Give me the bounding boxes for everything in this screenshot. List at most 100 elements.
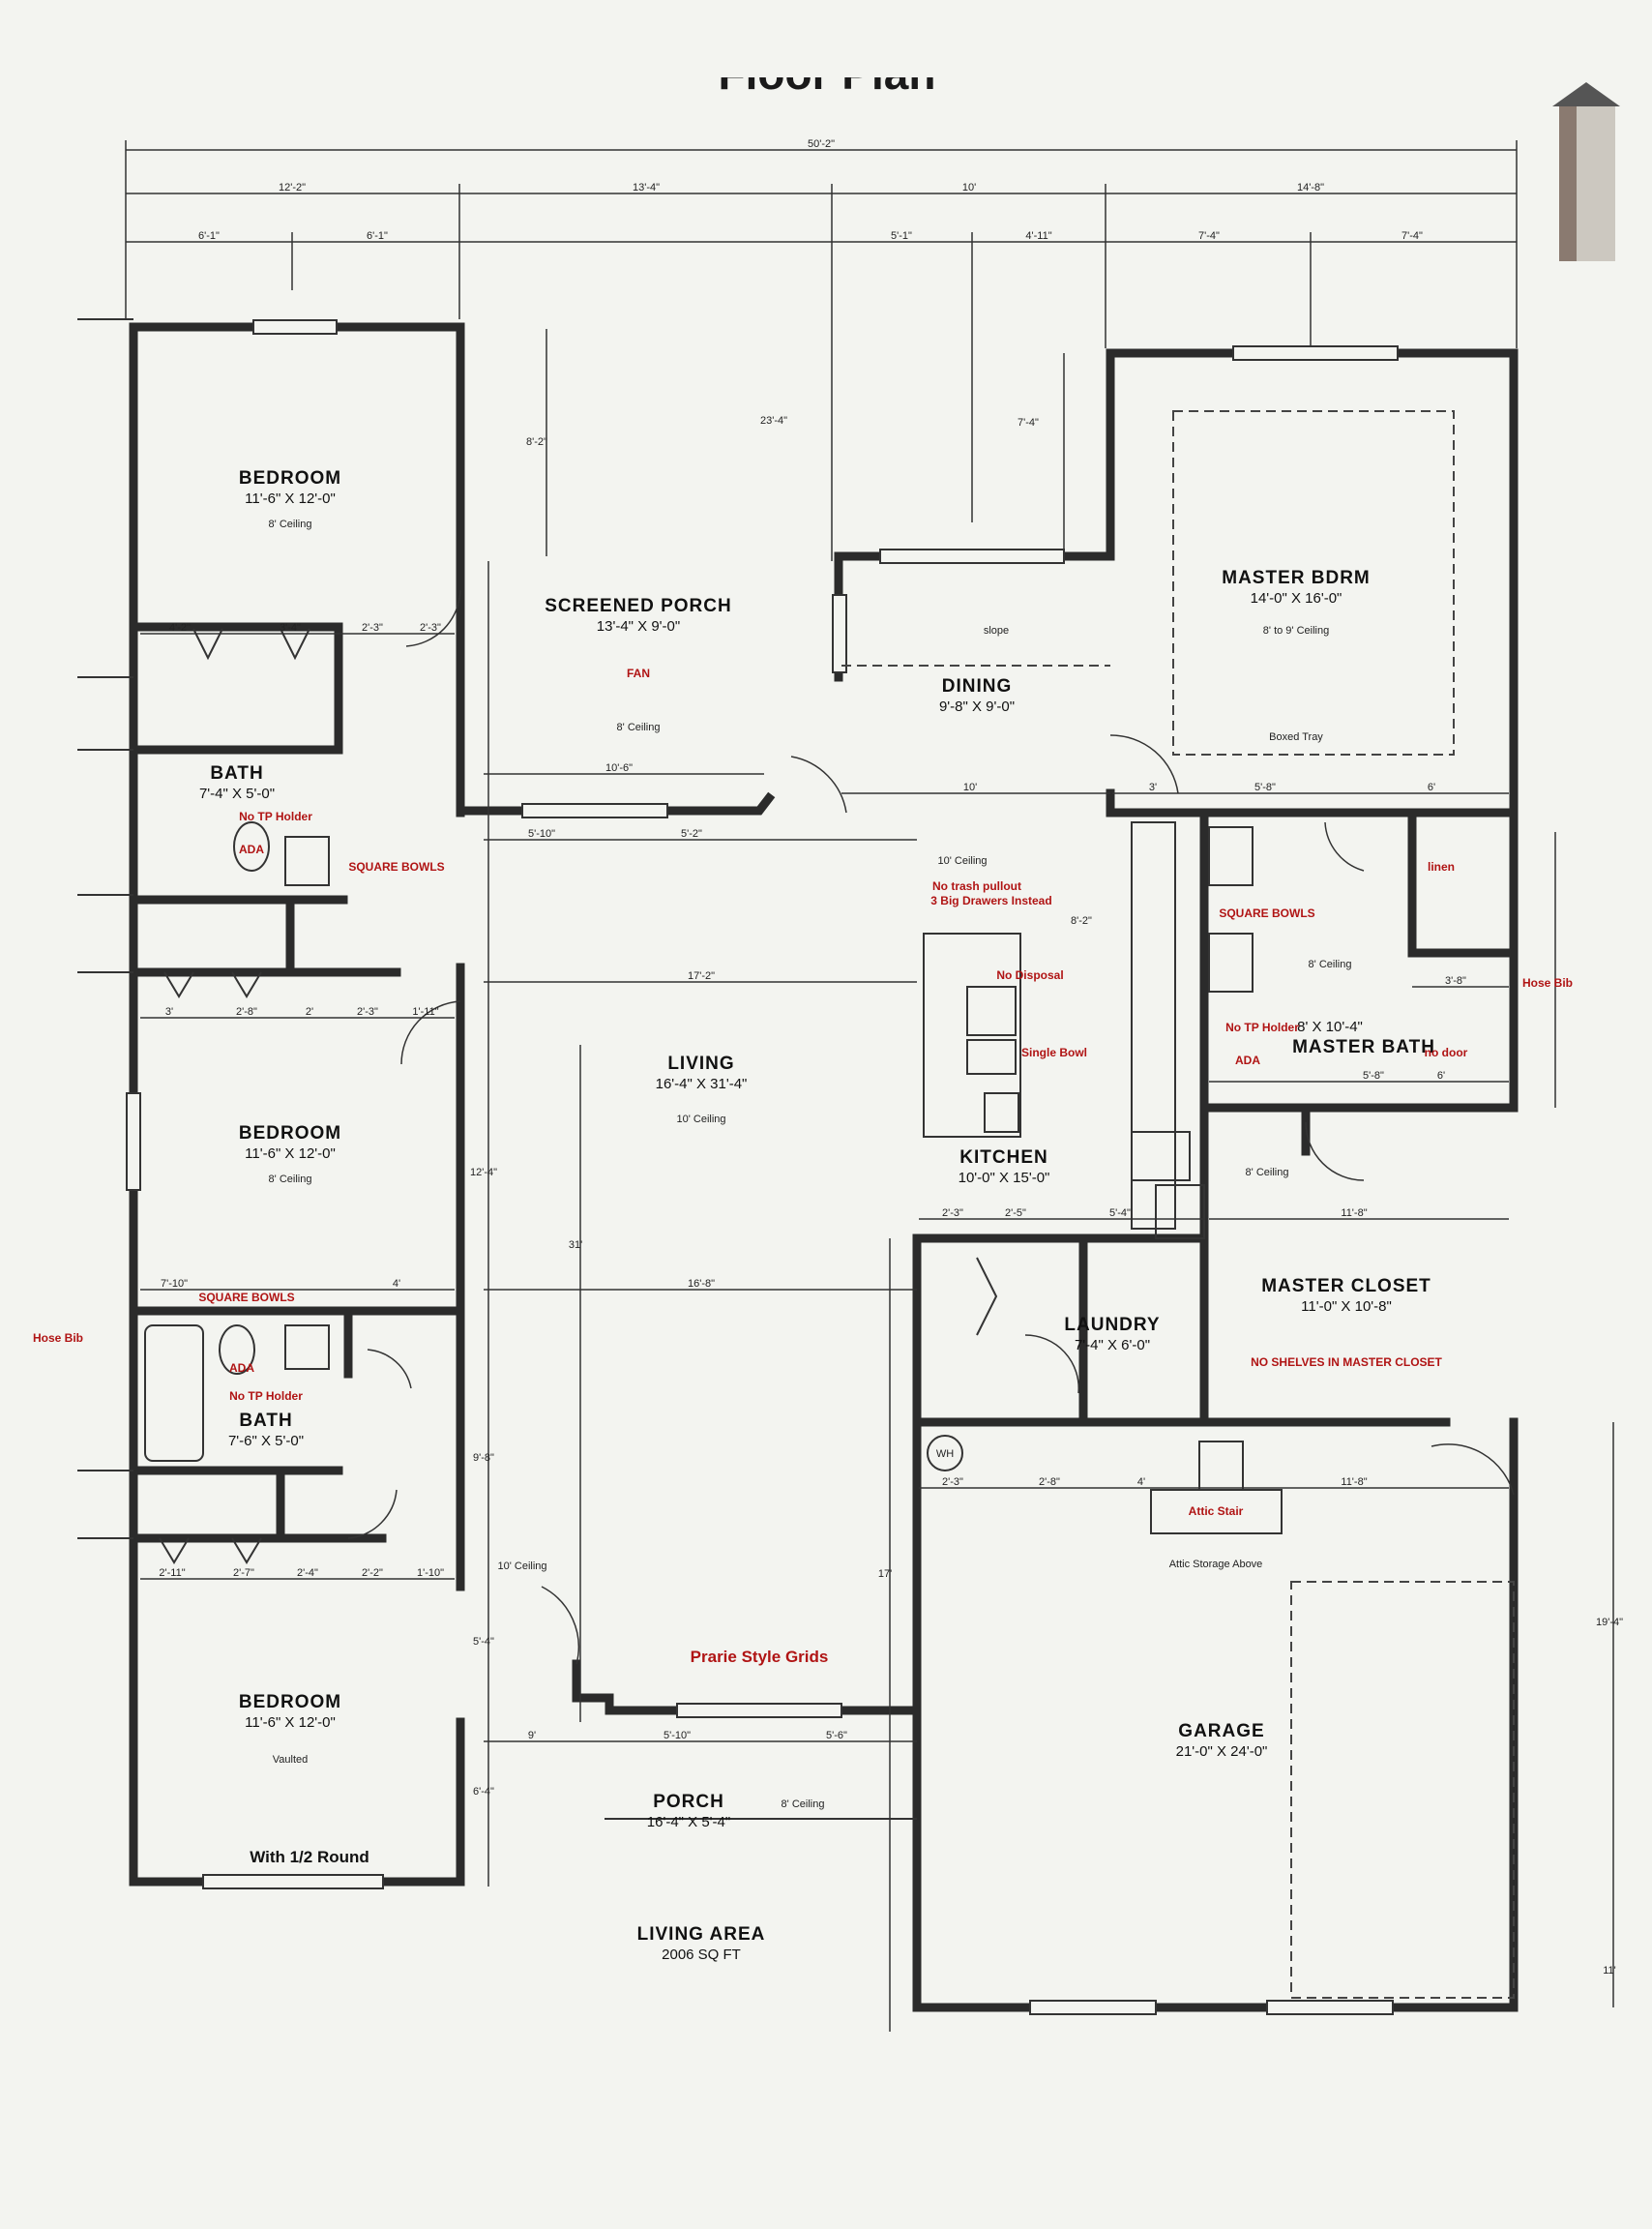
plan-label: 2'-3": [357, 1006, 378, 1018]
plan-label: 3': [165, 1006, 173, 1018]
room-garage: GARAGE 21'-0" X 24'-0" Attic Stair Attic…: [1150, 1489, 1283, 1760]
plan-label: 31': [569, 1239, 582, 1251]
master-sink-1: [1208, 826, 1254, 886]
plan-label: MASTER CLOSET: [1261, 1276, 1431, 1296]
water-heater: [927, 1435, 963, 1471]
plan-label: 6'-4": [473, 1786, 494, 1798]
plan-label: GARAGE: [1178, 1721, 1264, 1741]
elevation-thumbnail: [1552, 82, 1620, 261]
plan-label: 5'-4": [1109, 1207, 1131, 1219]
plan-label: 8' Ceiling: [782, 1798, 825, 1810]
plan-label: 9'-8": [473, 1452, 494, 1464]
doors: [347, 589, 1515, 1665]
plan-label: 4'-2": [169, 622, 191, 634]
plan-label: SQUARE BOWLS: [348, 860, 444, 874]
plan-label: 9'-8" X 9'-0": [939, 698, 1015, 715]
plan-label: KITCHEN: [959, 1147, 1047, 1168]
room-bath-2: SQUARE BOWLS ADA No TP Holder BATH 7'-6"…: [33, 1291, 304, 1449]
plan-label: Prarie Style Grids: [691, 1648, 829, 1666]
plan-label: 7'-4" X 5'-0": [199, 786, 275, 802]
plan-label: 8' Ceiling: [269, 1174, 312, 1185]
plan-label: 14'-8": [1297, 182, 1324, 193]
plan-label: BEDROOM: [239, 1692, 341, 1712]
plan-label: 16'-4" X 5'-4": [647, 1814, 730, 1830]
room-master-bdrm: MASTER BDRM 14'-0" X 16'-0" 8' to 9' Cei…: [1222, 568, 1371, 743]
plan-label: 5'-4": [473, 1636, 494, 1648]
plan-label: 16'-4" X 31'-4": [656, 1076, 748, 1092]
plan-label: 3'-8": [1445, 975, 1466, 987]
master-sink-2: [1208, 933, 1254, 993]
plan-label: No trash pullout: [932, 879, 1021, 893]
plan-label: SCREENED PORCH: [545, 596, 731, 616]
plan-label: 19'-4": [1596, 1617, 1623, 1628]
vertical-dimensions: [487, 329, 1614, 2032]
plan-label: 5'-1": [891, 230, 912, 242]
plan-label: Hose Bib: [33, 1331, 83, 1345]
room-dining: DINING 9'-8" X 9'-0" slope: [939, 625, 1015, 715]
room-dimensions: [140, 633, 1509, 1742]
room-master-bath: MASTER BATH 8' X 10'-4" 8' Ceiling SQUAR…: [1219, 860, 1573, 1067]
plan-label: 8' Ceiling: [617, 722, 661, 733]
pantry-box: [1155, 1184, 1205, 1239]
plan-label: 6'-1": [367, 230, 388, 242]
plan-label: 4'-11": [1025, 230, 1051, 242]
plan-label: DINING: [942, 676, 1013, 697]
plan-label: 1'-10": [417, 1567, 444, 1579]
plan-label: no door: [1425, 1046, 1468, 1059]
plan-label: NO SHELVES IN MASTER CLOSET: [1251, 1355, 1442, 1369]
toilet-2: [219, 1324, 255, 1375]
plan-label: 2'-8": [236, 1006, 257, 1018]
plan-label: MASTER BATH: [1292, 1037, 1435, 1057]
plan-label: 9': [528, 1730, 536, 1741]
plan-label: Single Bowl: [1021, 1046, 1087, 1059]
plan-label: 11'-0" X 10'-8": [1301, 1298, 1392, 1315]
room-laundry: LAUNDRY 7'-4" X 6'-0": [1064, 1315, 1159, 1353]
plan-label: 3 Big Drawers Instead: [930, 894, 1051, 907]
plan-label: MASTER BDRM: [1222, 568, 1371, 588]
plan-label: 2'-3": [362, 622, 383, 634]
room-bedroom-1: BEDROOM 11'-6" X 12'-0" 8' Ceiling: [239, 468, 341, 530]
plan-label: BEDROOM: [239, 1123, 341, 1144]
title-crop-mask: [580, 39, 1064, 77]
plan-label: 2'-5": [1005, 1207, 1026, 1219]
top-dimensions: 50'-2" 12'-2" 13'-4" 10' 14'-8" 6'-1" 6'…: [125, 138, 1518, 561]
plan-label: 2'-3": [942, 1207, 963, 1219]
dimension-labels: 23'-4" 7'-4" 8'-2" 4'-2" 3'-4" 2'-3" 2'-…: [159, 415, 1623, 1976]
wh-label: WH: [936, 1448, 954, 1460]
plan-label: ADA: [229, 1361, 254, 1375]
plan-label: Boxed Tray: [1269, 731, 1323, 743]
plan-label: 6': [1437, 1070, 1445, 1082]
plan-label: 3'-4": [280, 622, 301, 634]
plan-label: 2'-3": [942, 1476, 963, 1488]
plan-label: With 1/2 Round: [250, 1848, 369, 1866]
plan-label: 2': [306, 1006, 313, 1018]
plan-label: 10'-6": [605, 762, 633, 774]
plan-label: 5'-10": [528, 828, 555, 840]
plan-label: BEDROOM: [239, 468, 341, 489]
plan-label: 2006 SQ FT: [662, 1947, 741, 1963]
plan-label: 10': [962, 182, 976, 193]
plan-label: 7'-4": [1401, 230, 1423, 242]
plan-label: 16'-8": [688, 1278, 715, 1290]
plan-label: LIVING AREA: [637, 1924, 766, 1945]
plan-label: 23'-4": [760, 415, 787, 427]
plan-label: Hose Bib: [1522, 976, 1573, 990]
plan-label: LIVING: [667, 1054, 734, 1074]
plan-label: No TP Holder: [239, 810, 312, 823]
room-screened-porch: SCREENED PORCH 13'-4" X 9'-0" FAN 8' Cei…: [545, 596, 731, 733]
toilet-1: [233, 821, 270, 872]
plan-label: FAN: [627, 667, 650, 680]
plan-label: 8' Ceiling: [1246, 1167, 1289, 1178]
left-site-lines: [77, 318, 133, 1539]
sink-1: [284, 836, 330, 886]
plan-label: 17'-2": [688, 970, 715, 982]
plan-label: 3': [1149, 782, 1157, 793]
plan-label: 8' Ceiling: [269, 519, 312, 530]
hall-ceiling-note: 10' Ceiling: [497, 1560, 546, 1572]
room-living: LIVING 16'-4" X 31'-4" 10' Ceiling: [656, 1054, 748, 1125]
plan-label: Vaulted: [273, 1754, 309, 1766]
plan-label: 12'-2": [279, 182, 306, 193]
plan-label: 11'-6" X 12'-0": [245, 1145, 336, 1162]
